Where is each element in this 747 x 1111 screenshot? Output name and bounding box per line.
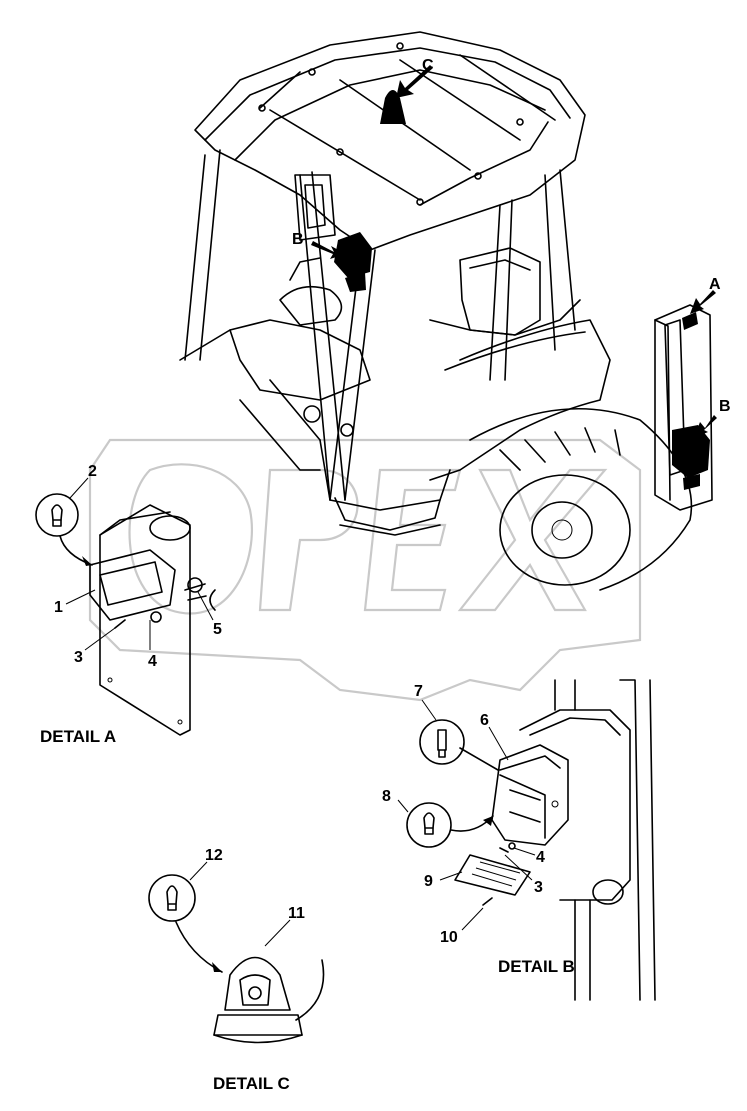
part-number-10: 10 [440, 929, 458, 946]
part-number-12: 12 [205, 847, 223, 864]
detail-a-illustration [35, 493, 216, 736]
detail-b-leaders [397, 699, 536, 931]
part-number-4-detail-a: 4 [148, 653, 157, 670]
part-number-11: 11 [288, 905, 305, 922]
detail-a-caption: DETAIL A [40, 727, 116, 746]
watermark [88, 438, 642, 702]
part-number-9: 9 [424, 873, 433, 890]
detail-c-leaders [189, 861, 291, 947]
detail-a-leaders [65, 477, 214, 651]
part-number-2: 2 [88, 463, 97, 480]
detail-b-caption: DETAIL B [498, 957, 575, 976]
callout-c-label: C [422, 57, 434, 74]
callout-arrows [311, 65, 717, 438]
callout-b-label-cab: B [292, 231, 304, 248]
part-number-3-detail-b: 3 [534, 879, 543, 896]
part-numbers: 2 1 3 4 5 7 6 8 4 3 9 10 12 11 [54, 463, 545, 946]
part-number-3-detail-a: 3 [74, 649, 83, 666]
part-number-6: 6 [480, 712, 489, 729]
callout-a-label: A [709, 276, 721, 293]
detail-captions: DETAIL A DETAIL B DETAIL C [40, 727, 575, 1093]
detail-c-illustration [148, 874, 325, 1044]
part-number-7: 7 [414, 683, 423, 700]
machine-illustration [179, 31, 713, 591]
detail-b-illustration [406, 679, 656, 1001]
part-number-5: 5 [213, 621, 222, 638]
detail-c-caption: DETAIL C [213, 1074, 290, 1093]
part-number-8: 8 [382, 788, 391, 805]
callout-b-label-tower: B [719, 398, 731, 415]
part-number-4-detail-b: 4 [536, 849, 545, 866]
callout-labels: C B A B [292, 57, 731, 415]
part-number-1: 1 [54, 599, 63, 616]
